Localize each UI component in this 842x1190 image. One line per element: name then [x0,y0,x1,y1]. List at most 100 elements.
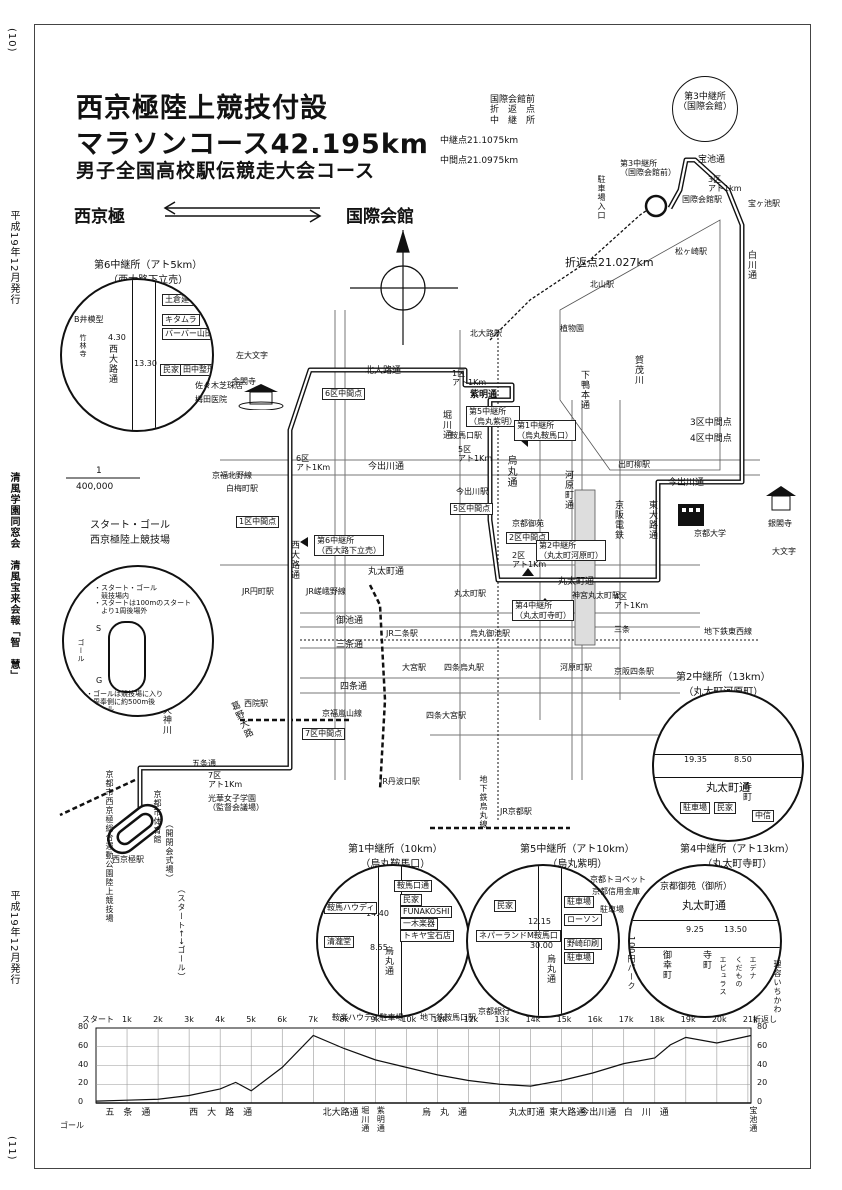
relay1-parking: 鞍楽ハウディ駐車場 [332,1013,404,1022]
relay2-label: 第2中継所（丸太町河原町） [536,540,606,562]
profile-x-tick-label: 1k [122,1015,132,1024]
jr-nijo-station: JR二条駅 [386,629,418,638]
mid7-marker: 7区中間点 [302,728,346,740]
relay5-parking-2: 駐車場 [600,905,624,914]
profile-x-tick-label: 折返し [753,1015,777,1024]
profile-road-label: 今出川通 [580,1108,617,1118]
profile-x-tick-label: 21k [742,1015,758,1024]
imadegawa-station: 今出川駅 [456,487,488,496]
direction-to: 国際会館 [346,207,414,227]
direction-arrows [163,201,322,223]
ku6-remaining: 6区アト1Km [296,454,331,472]
marutamachi-station: 丸太町駅 [454,589,486,598]
sanjo-dori: 三条通 [336,640,364,650]
shimei-dori: 紫明通 [470,390,498,400]
kawaramachi-station: 河原町駅 [560,663,592,672]
kyoto-university: 京都大学 [694,529,726,538]
profile-x-tick-label: 2k [153,1015,163,1024]
profile-series-line [95,1034,752,1102]
kokusai-turn-label: 国際会館前折 返 点中 継 所 [490,95,536,126]
kyoto-gym: 京都市体育館 [153,790,162,844]
marutamachi-road-drawing [654,754,802,778]
profile-y-tick-label: 40 [78,1059,89,1069]
shimogamo-dori: 下鴨本通 [579,370,589,410]
kitayama-station: 北山駅 [590,280,614,289]
jr-enmachi-station: JR円町駅 [242,587,274,596]
subway-karasuma-line: 地下鉄烏丸線 [479,775,488,829]
tenjingawa: 天神川 [161,705,171,735]
hundred-yen-park: 100円パーク [627,936,636,991]
profile-y-tick-label: 0 [757,1097,763,1106]
relay4-inset: 京都御苑（御所） 丸太町通 9.25 13.50 御幸町 寺町 エピュラス くだ… [628,864,782,1018]
kyoto-shinkin: 京都信用金庫 [592,887,640,896]
profile-x-tick-label: 7k [308,1015,319,1024]
scale-denominator: 400,000 [76,482,114,492]
kyoto-gosho: 京都御苑 [512,519,544,528]
profile-x-tick-label: 16k [587,1015,603,1024]
goal-vertical: ゴール [77,639,85,663]
profile-x-tick-label: 20k [711,1015,727,1024]
park-areas [559,219,721,646]
relay5-inset-title: 第5中継所（アト10km）（烏丸紫明） [520,844,635,870]
imadegawa-dori-east: 今出川通 [668,478,705,488]
ku4-remaining: 4区アト1Km [614,592,649,610]
umeda-clinic: 梅田医院 [195,395,227,404]
course-route-inner [138,158,744,815]
profile-road-label: 烏 丸 通 [421,1108,467,1118]
profile-y-tick-label: 0 [78,1097,84,1106]
profile-y-tick-label: 20 [757,1078,768,1088]
jr-kyoto-station: JR京都駅 [500,807,532,816]
opening-ceremony: （開閉会式場） [165,820,174,883]
start-marker: S [96,624,102,633]
mid-point-a: 中継点21.1075km [440,136,519,146]
profile-road-label: 西 大 路 通 [189,1108,253,1118]
relay1-subway: 地下鉄鞍馬口駅 [420,1013,476,1022]
mid4-marker: 4区中間点 [690,434,732,444]
profile-y-tick-label: 80 [78,1022,89,1031]
hidaimonji: 左大文字 [236,351,268,360]
parking-entrance: 駐車場入口 [597,175,606,220]
relay3-small: 第3中継所（国際会館前） [620,159,676,177]
takaragaike-dori: 宝池通 [698,155,726,165]
karasuma-oike-station: 烏丸御池駅 [470,629,510,638]
kokusai-station: 国際会館駅 [682,195,722,204]
shijo-omiya-station: 四条大宮駅 [426,711,466,720]
stadium-icon [107,803,163,855]
profile-x-tick-label: 19k [680,1015,696,1024]
daimonji: 大文字 [772,547,796,556]
karasuma-dori: 烏丸通 [505,455,516,488]
shirakawa-dori: 白川通 [746,250,756,280]
relay4-inset-title: 第4中継所（アト13km）（丸太町寺町） [680,844,795,870]
relay3-badge-text: 第3中継所（国際会館） [678,92,733,112]
profile-x-tick-label: 5k [246,1015,256,1024]
keifuku-kitano-line: 京福北野線 [212,471,252,480]
kuramaguchi-station: 鞍馬口駅 [450,431,482,440]
profile-x-tick-label: 8k [339,1015,350,1024]
profile-x-tick-label: 6k [277,1015,287,1024]
sanjo-station: 三条 [614,625,630,634]
ku5-remaining: 5区アト1Km [458,445,493,463]
relay3-badge [672,76,738,142]
railways [59,584,570,830]
profile-x-tick-label: 17k [618,1015,634,1024]
marutamachi-dori: 丸太町通 [368,567,405,577]
profile-y-tick-label: 60 [78,1040,89,1050]
profile-x-tick-label: スタート [82,1015,114,1024]
profile-road-label: 紫明通 [376,1106,386,1133]
relay1-label: 第1中継所（烏丸鞍馬口） [514,420,576,442]
nishikyogoku-station: 西京極駅 [112,855,144,864]
profile-x-tick-label: 12k [463,1015,479,1024]
route-north [489,199,663,341]
start-inset: ・スタート・ゴール 競技場内・スタートは100mのスタート より1周後場外 S … [62,565,214,717]
horikawa-dori: 堀川通 [441,410,451,440]
mid5-marker: 5区中間点 [450,503,494,515]
higashioji-dori: 東大路通 [647,500,657,540]
mid6-marker: 6区中間点 [322,388,366,400]
profile-road-label: 北大路通 [322,1108,359,1118]
kinkakuji-icon [238,382,284,410]
omiya-station: 大宮駅 [402,663,426,672]
matsugasaki-station: 松ヶ崎駅 [675,247,707,256]
direction-from: 西京極 [74,207,125,227]
profile-y-tick-label: 80 [757,1022,768,1031]
relay6-inset: 土倉建材店 キタムラ バーバー山田 民家 田中整形外科 4.30 13.30 西… [60,278,214,432]
